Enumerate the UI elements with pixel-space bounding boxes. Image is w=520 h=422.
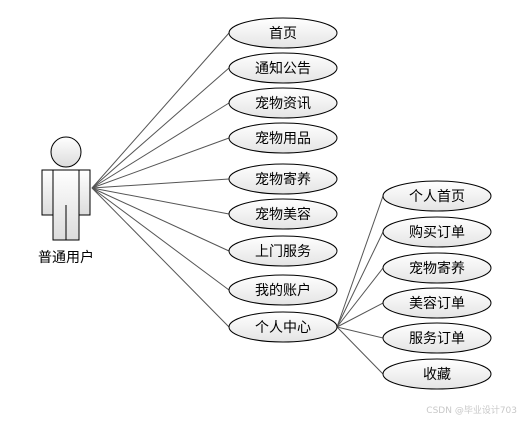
association-line (91, 137, 230, 189)
association-line (336, 326, 384, 339)
use-case-ellipse (228, 122, 338, 154)
association-line (91, 32, 230, 189)
actor-head (50, 136, 82, 168)
use-case: 上门服务 (228, 235, 338, 267)
use-case-label: 首页 (269, 26, 297, 42)
association-line (336, 195, 384, 328)
use-case-ellipse (382, 252, 492, 284)
use-case: 个人首页 (382, 180, 492, 212)
use-case-label: 个人首页 (409, 189, 465, 205)
association-line (336, 326, 384, 375)
use-case: 个人中心 (228, 311, 338, 343)
use-case-label: 宠物寄养 (255, 171, 311, 188)
use-case-label: 上门服务 (255, 244, 311, 260)
use-case-label: 我的账户 (255, 282, 311, 299)
watermark-text: CSDN @毕业设计703 (426, 404, 517, 416)
use-case: 购买订单 (382, 216, 492, 248)
association-line (336, 231, 384, 328)
use-case-ellipse (228, 235, 338, 267)
use-case: 宠物资讯 (228, 87, 338, 119)
use-case-ellipse (228, 52, 338, 84)
association-line (91, 187, 230, 252)
use-case-ellipse (228, 163, 338, 195)
use-case-label: 宠物资讯 (255, 96, 311, 112)
use-case: 宠物用品 (228, 122, 338, 154)
use-case-label: 宠物寄养 (409, 260, 465, 277)
actor-figure: 普通用户 (38, 136, 94, 266)
association-line (336, 302, 384, 328)
use-case-label: 美容订单 (409, 295, 465, 312)
use-case-ellipse (228, 87, 338, 119)
use-case: 首页 (228, 17, 338, 49)
association-line (91, 67, 230, 189)
use-case: 宠物美容 (228, 198, 338, 230)
use-case: 收藏 (382, 358, 492, 390)
use-case-ellipse (382, 180, 492, 212)
use-case: 服务订单 (382, 322, 492, 354)
use-case-label: 个人中心 (255, 320, 311, 336)
use-case-label: 购买订单 (409, 225, 465, 241)
association-line (91, 187, 230, 215)
use-case-label: 宠物美容 (255, 206, 311, 223)
use-case-label: 宠物用品 (255, 131, 311, 147)
use-case-ellipse (228, 17, 338, 49)
association-line (91, 187, 230, 328)
association-line (336, 267, 384, 328)
association-lines (91, 32, 384, 375)
use-case-ellipse (228, 198, 338, 230)
use-case: 通知公告 (228, 52, 338, 84)
actor-left-arm (41, 169, 54, 216)
use-case-label: 收藏 (423, 367, 451, 383)
use-case-ellipse (382, 322, 492, 354)
use-case-ellipse (382, 216, 492, 248)
use-case: 宠物寄养 (228, 163, 338, 195)
use-case: 我的账户 (228, 274, 338, 306)
use-case-label: 服务订单 (409, 331, 465, 347)
use-case-ellipse (382, 358, 492, 390)
use-case-ellipse (382, 287, 492, 319)
use-case: 宠物寄养 (382, 252, 492, 284)
association-line (91, 187, 230, 291)
use-case-ellipse (228, 311, 338, 343)
actor-right-arm (78, 169, 91, 216)
use-case-label: 通知公告 (255, 60, 311, 77)
association-line (91, 178, 230, 189)
association-line (91, 102, 230, 189)
use-case: 美容订单 (382, 287, 492, 319)
use-case-ellipse (228, 274, 338, 306)
actor-name: 普通用户 (38, 249, 94, 266)
